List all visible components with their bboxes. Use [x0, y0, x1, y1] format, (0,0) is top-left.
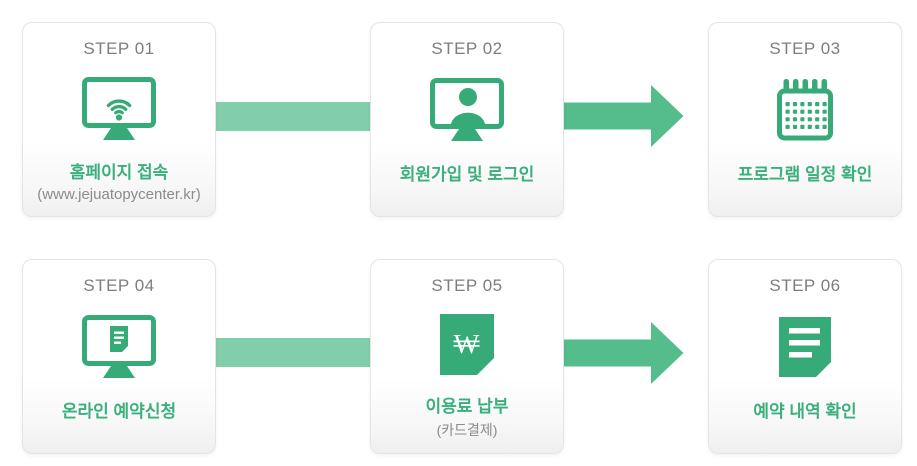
- step-card-06: STEP 06 예약 내역 확인: [708, 259, 902, 454]
- step-card-03: STEP 03 프로그램 일정 확인: [708, 22, 902, 217]
- step-title: 온라인 예약신청: [61, 402, 177, 421]
- step-label: STEP 04: [83, 276, 155, 295]
- monitor-wifi-icon: [82, 59, 156, 158]
- step-card-02: STEP 02 회원가입 및 로그인: [370, 22, 564, 217]
- arrow-right-icon: [564, 322, 684, 384]
- connector-bar: [216, 338, 370, 367]
- step-title: 예약 내역 확인: [753, 402, 857, 421]
- step-label: STEP 02: [431, 39, 503, 58]
- step-label: STEP 01: [83, 39, 155, 58]
- monitor-person-icon: [430, 59, 504, 160]
- arrow-right-icon: [564, 85, 684, 147]
- step-title: 이용료 납부: [425, 397, 509, 416]
- step-title: 홈페이지 접속: [69, 163, 169, 182]
- step-title: 회원가입 및 로그인: [399, 165, 535, 184]
- document-lines-icon: [779, 296, 831, 397]
- svg-text:W: W: [454, 329, 480, 359]
- won-document-icon: W: [440, 296, 494, 392]
- step-label: STEP 03: [769, 39, 841, 58]
- step-subtitle: (카드결제): [436, 422, 498, 438]
- step-card-05: STEP 05 W 이용료 납부 (카드결제): [370, 259, 564, 454]
- step-label: STEP 06: [769, 276, 841, 295]
- step-title: 프로그램 일정 확인: [737, 165, 873, 184]
- step-card-01: STEP 01 홈페이지 접속 (www.jejuatopycenter.kr): [22, 22, 216, 217]
- monitor-document-icon: [82, 296, 156, 397]
- step-subtitle: (www.jejuatopycenter.kr): [37, 186, 201, 203]
- step-label: STEP 05: [431, 276, 503, 295]
- step-card-04: STEP 04 온라인 예약신청: [22, 259, 216, 454]
- connector-bar: [216, 102, 370, 131]
- calendar-icon: [777, 59, 833, 160]
